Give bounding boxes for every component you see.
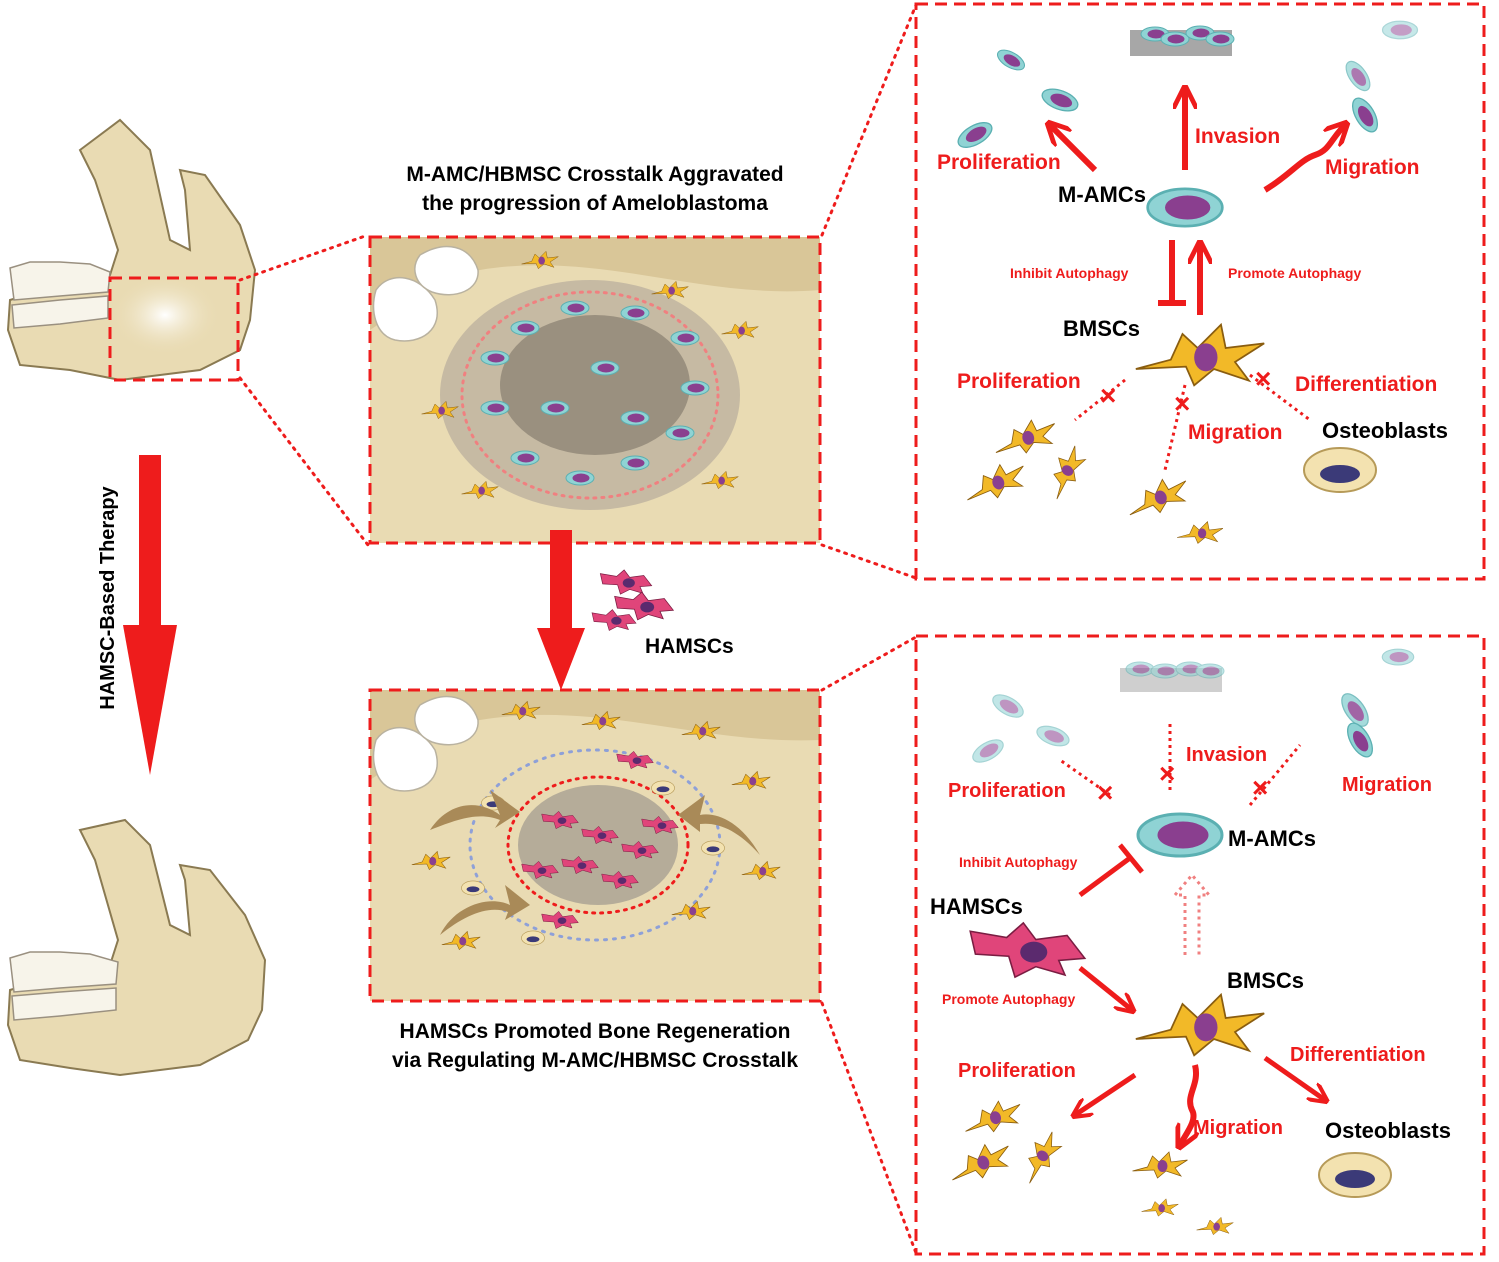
top-bmscs-label: BMSCs [1063,316,1141,341]
bottom-mamcs-label: M-AMCs [1228,826,1316,851]
therapy-arrow [123,455,177,775]
top-osteoblasts-label: Osteoblasts [1322,418,1448,443]
bottom-title: HAMSCs Promoted Bone Regeneration via Re… [335,1017,855,1075]
top-proliferation-label: Proliferation [937,151,1061,174]
bottom-bmsc-differentiation-label: Differentiation [1290,1044,1426,1066]
top-inhibit-autophagy-label: Inhibit Autophagy [1010,265,1129,281]
top-bmsc-differentiation-label: Differentiation [1295,373,1438,396]
bottom-hamscs-label: HAMSCs [930,894,1023,919]
top-tumor-illustration [368,235,822,545]
top-invasion-label: Invasion [1195,125,1281,148]
bottom-inhibit-autophagy-label: Inhibit Autophagy [959,854,1078,870]
bottom-bmscs-label: BMSCs [1227,968,1305,993]
svg-text:×: × [1252,772,1268,803]
bottom-osteoblasts-label: Osteoblasts [1325,1118,1451,1143]
hamsc-cluster-illustration [591,569,674,631]
bottom-migration-label: Migration [1342,774,1432,796]
therapy-label: HAMSC-Based Therapy [97,486,119,710]
top-title-line2: the progression of Ameloblastoma [422,192,768,215]
svg-text:×: × [1255,363,1271,394]
bottom-invasion-label: Invasion [1186,744,1268,766]
hamscs-center-label: HAMSCs [645,635,734,658]
top-right-panel: × × × [914,2,1486,581]
top-mamcs-label: M-AMCs [1058,182,1146,207]
top-migration-label: Migration [1325,156,1420,179]
bottom-regeneration-illustration [368,688,822,1003]
top-promote-autophagy-label: Promote Autophagy [1228,265,1362,281]
bottom-title-line2: via Regulating M-AMC/HBMSC Crosstalk [391,1049,799,1072]
bottom-title-line1: HAMSCs Promoted Bone Regeneration [399,1020,791,1043]
bottom-bmsc-migration-label: Migration [1193,1117,1283,1139]
top-bmsc-proliferation-label: Proliferation [957,370,1081,393]
bottom-bmsc-proliferation-label: Proliferation [958,1060,1076,1082]
top-title-line1: M-AMC/HBMSC Crosstalk Aggravated [406,163,784,186]
svg-text:×: × [1159,758,1175,789]
bottom-promote-autophagy-label: Promote Autophagy [942,991,1076,1007]
bottom-proliferation-label: Proliferation [948,780,1066,802]
jaw-with-tumor-illustration [6,118,257,382]
top-bmsc-migration-label: Migration [1188,421,1283,444]
center-down-arrow [537,530,585,690]
svg-text:×: × [1100,380,1116,411]
healed-jaw-illustration [6,818,267,1077]
bottom-right-panel: × × × [914,634,1486,1256]
svg-text:×: × [1174,388,1190,419]
top-title: M-AMC/HBMSC Crosstalk Aggravated the pro… [340,160,850,218]
connector-lines [238,3,918,1255]
svg-text:×: × [1097,777,1113,808]
